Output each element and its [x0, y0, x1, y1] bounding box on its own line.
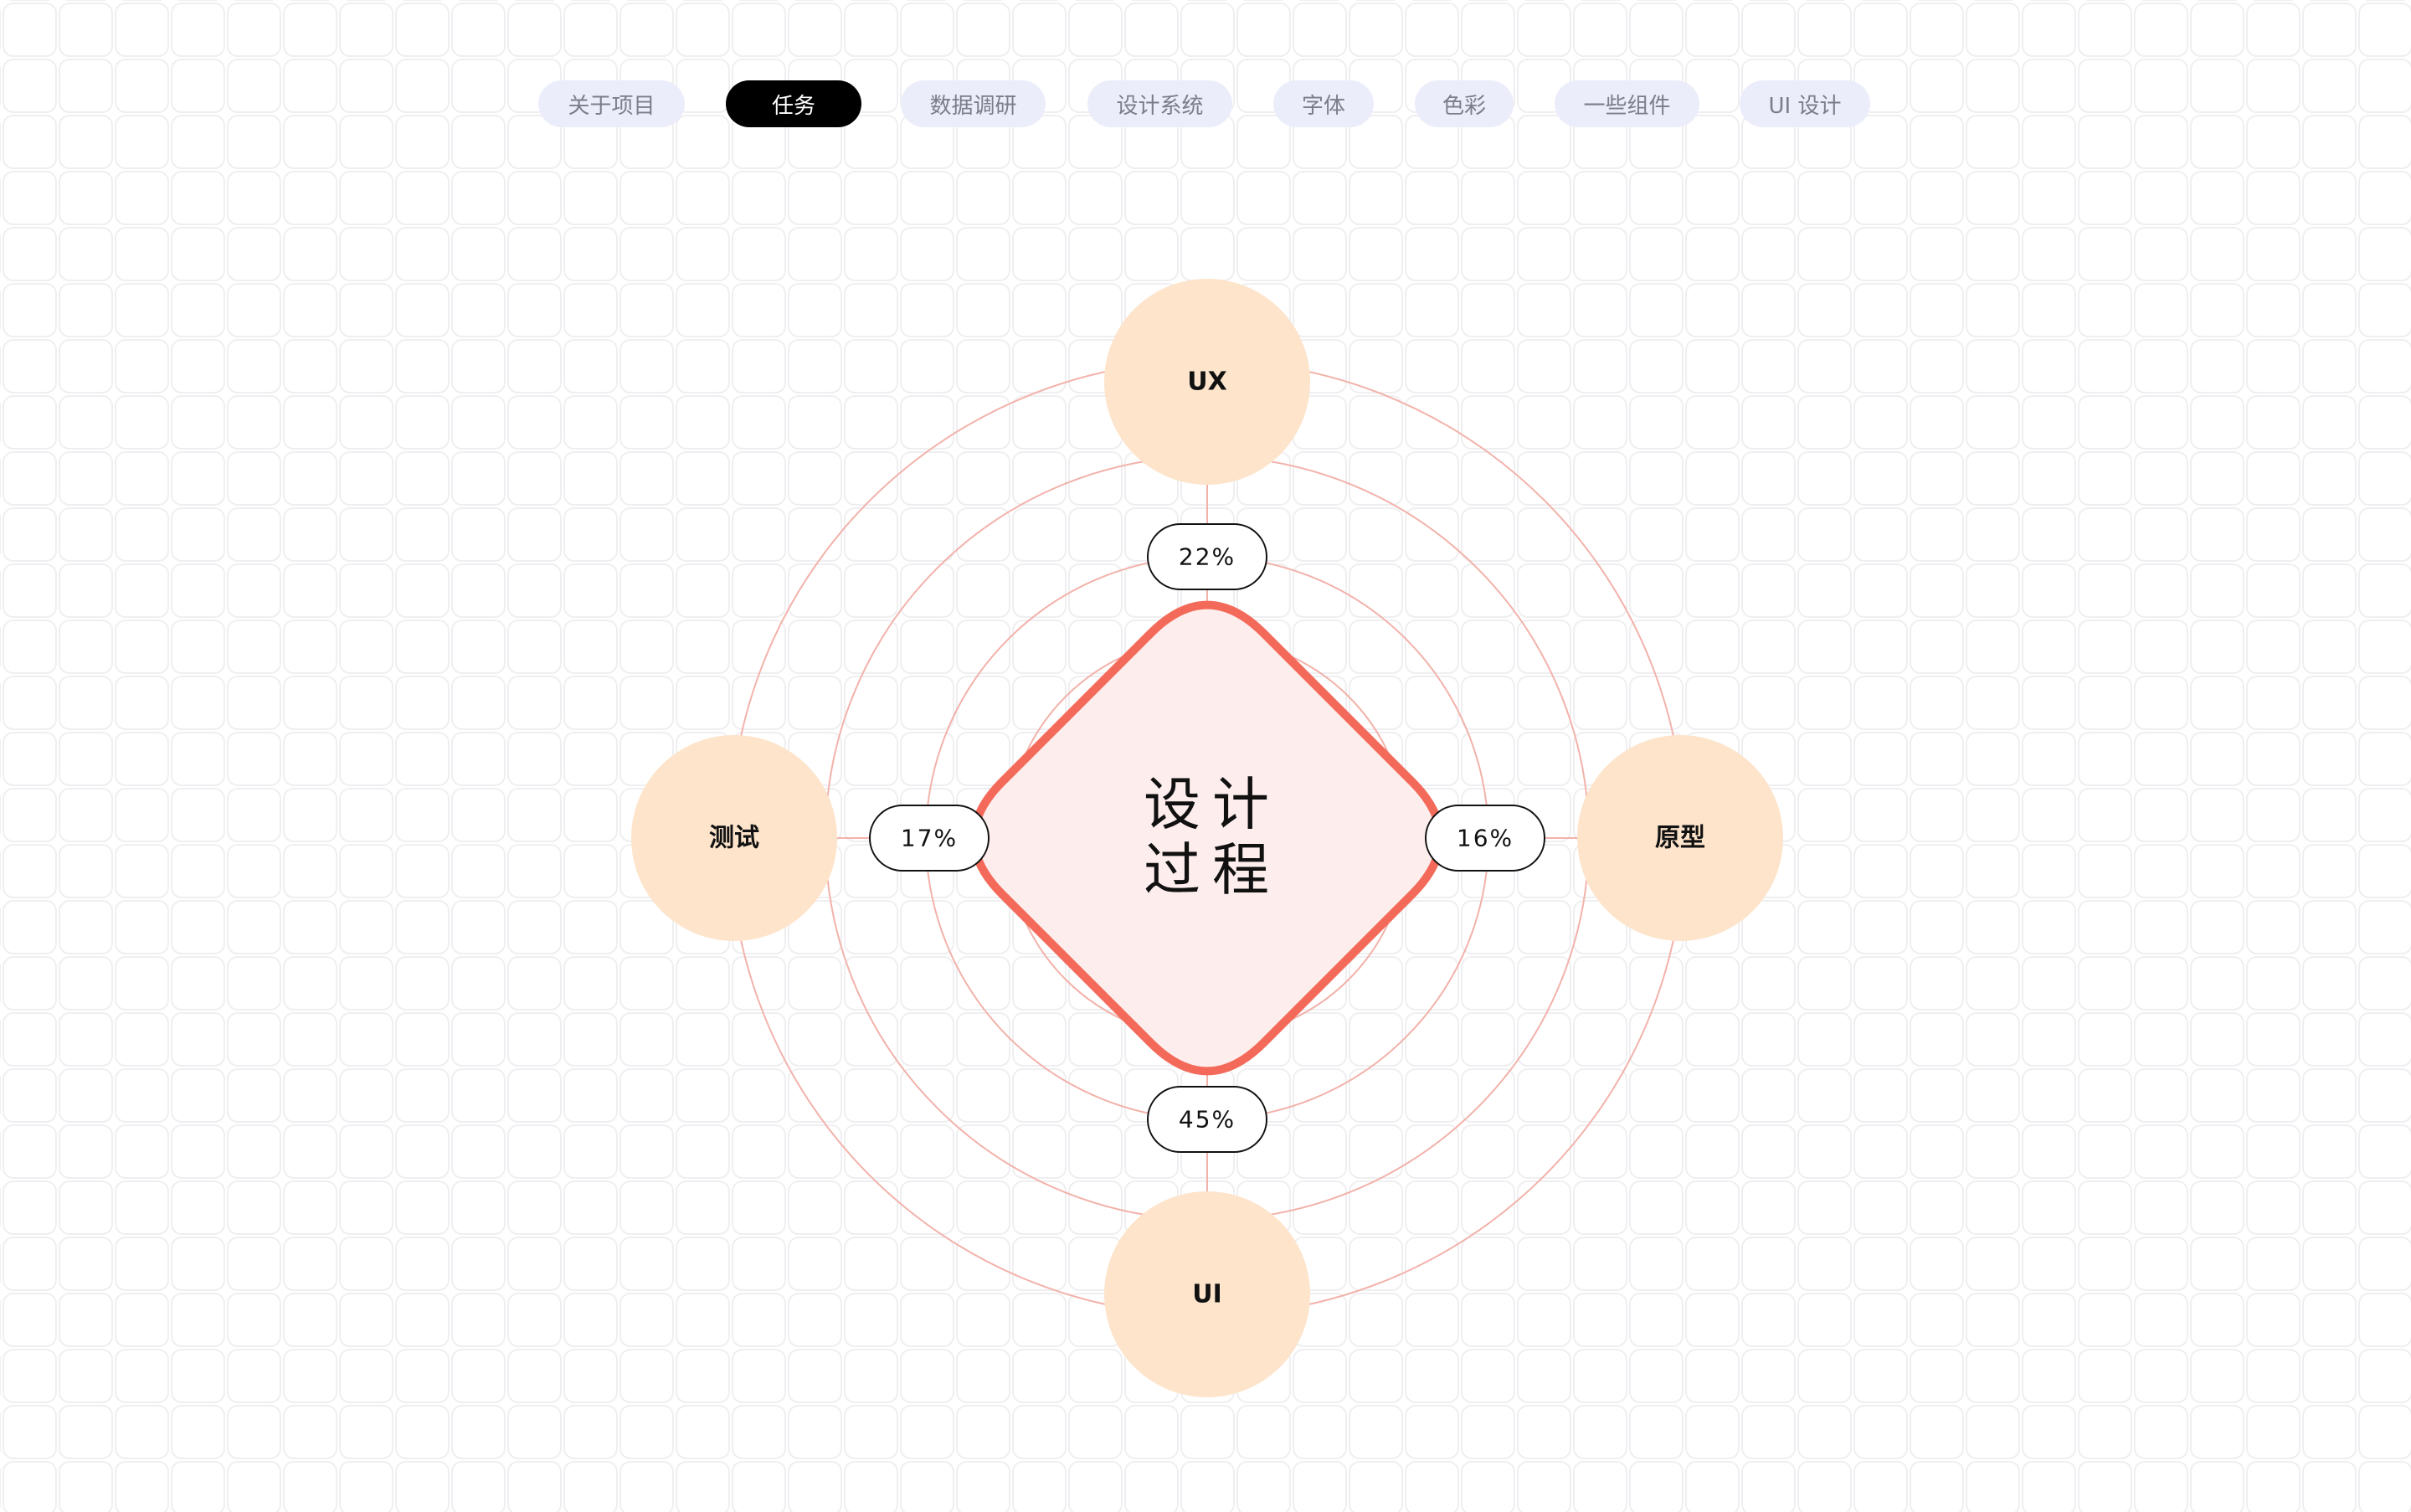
tab-ui-design[interactable]: UI 设计 [1740, 80, 1870, 127]
node-circle [1104, 1191, 1310, 1397]
nodes: UX 22% 原型 16% UI 45% 测试 17% [631, 279, 1783, 1397]
node-bottom: UI 45% [1104, 1086, 1310, 1397]
value-label: 22% [1179, 543, 1236, 571]
node-circle [631, 735, 837, 941]
node-circle [1104, 279, 1310, 485]
value-pill [1147, 1086, 1267, 1153]
tab-about-project[interactable]: 关于项目 [538, 80, 685, 127]
value-label: 16% [1457, 825, 1514, 852]
tab-colors[interactable]: 色彩 [1415, 80, 1514, 127]
tab-data-research[interactable]: 数据调研 [901, 80, 1046, 127]
tab-design-system[interactable]: 设计系统 [1087, 80, 1232, 127]
value-pill [869, 805, 990, 872]
node-label: 测试 [709, 824, 759, 853]
node-label: UI [1192, 1280, 1222, 1309]
node-label: 原型 [1655, 824, 1705, 853]
node-circle [1577, 735, 1783, 941]
node-right: 原型 16% [1425, 735, 1783, 941]
center-title-line1: 设计 [1144, 773, 1281, 839]
center-title-line2: 过程 [1144, 838, 1281, 904]
node-label: UX [1187, 368, 1227, 397]
value-label: 45% [1179, 1106, 1236, 1134]
tab-components[interactable]: 一些组件 [1555, 80, 1699, 127]
value-pill [1425, 805, 1545, 872]
node-top: UX 22% [1104, 279, 1310, 590]
node-left: 测试 17% [631, 735, 990, 941]
value-pill [1147, 523, 1267, 590]
tab-typography[interactable]: 字体 [1273, 80, 1374, 127]
value-label: 17% [901, 825, 958, 852]
tab-tasks[interactable]: 任务 [726, 80, 861, 127]
section-nav: 关于项目 任务 数据调研 设计系统 字体 色彩 一些组件 UI 设计 [0, 80, 2411, 127]
